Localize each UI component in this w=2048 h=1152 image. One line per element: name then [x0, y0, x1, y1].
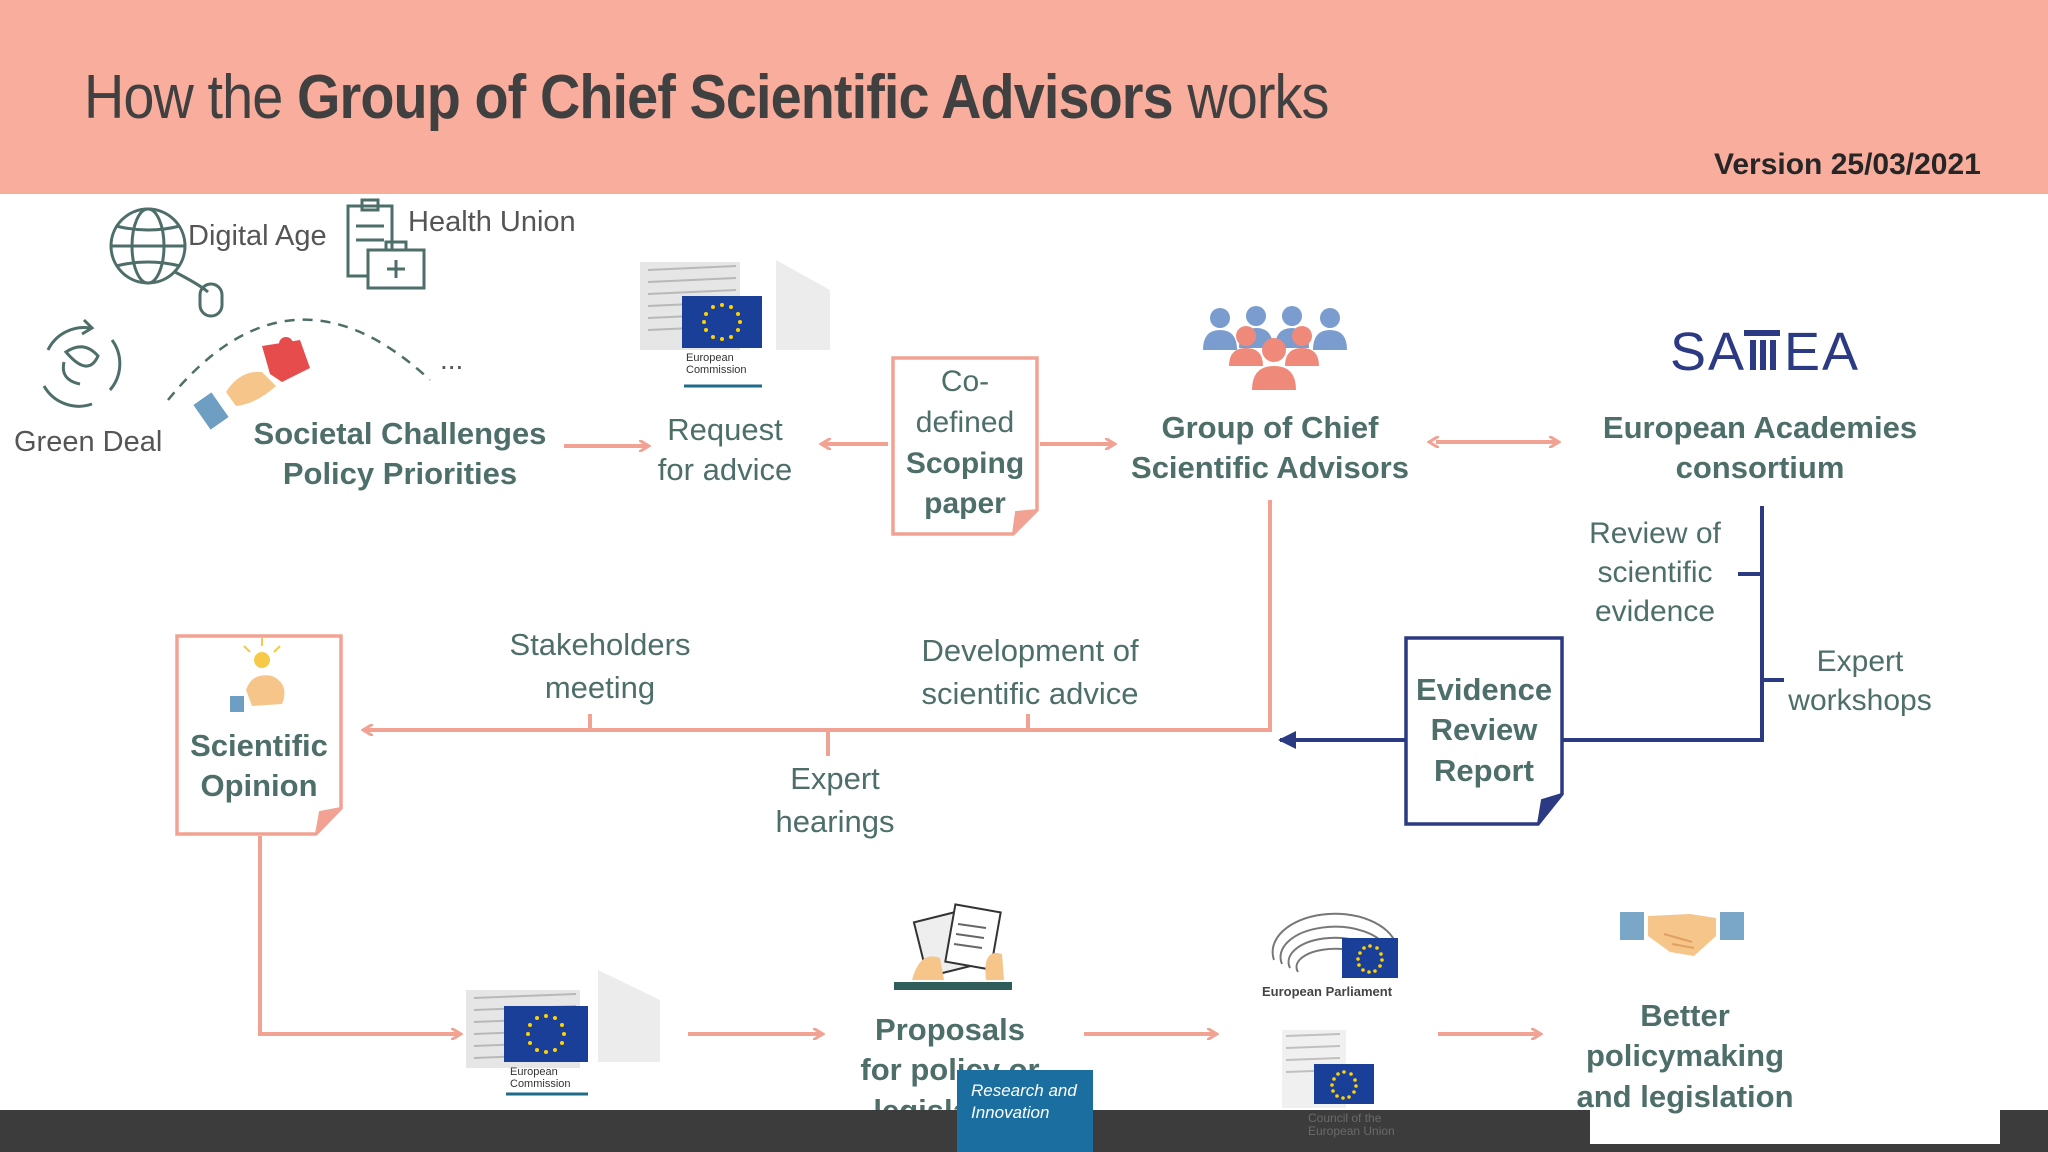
sapea-logo: SA EA	[1670, 322, 1860, 382]
globe-icon	[109, 207, 224, 318]
more-priorities-ellipsis: ...	[440, 344, 464, 375]
handshake-icon	[1620, 912, 1744, 956]
svg-text:SA: SA	[1670, 322, 1746, 382]
line-opinion-to-ec	[258, 836, 460, 1034]
european-commission-logo-bottom	[466, 970, 660, 1096]
parliament-label: European Parliament	[1262, 984, 1393, 999]
health-union-label: Health Union	[408, 206, 576, 238]
svg-text:EA: EA	[1784, 322, 1860, 382]
health-kit-icon	[346, 198, 426, 290]
european-parliament-logo	[1271, 912, 1398, 978]
line-gcsa-to-opinion	[364, 500, 1272, 730]
council-eu-logo	[1282, 1030, 1374, 1108]
priorities-dashed-arc	[167, 318, 431, 401]
people-group-icon	[1203, 306, 1347, 390]
digital-age-label: Digital Age	[188, 220, 327, 252]
leaf-cycle-icon	[42, 318, 122, 408]
page-title: How the Group of Chief Scientific Adviso…	[84, 63, 1329, 132]
version-label: Version 25/03/2021	[1714, 148, 1981, 181]
puzzle-hand-icon	[193, 337, 310, 430]
green-deal-label: Green Deal	[14, 426, 163, 458]
line-sapea-to-report	[1562, 506, 1764, 742]
lightbulb-hand-icon	[230, 638, 285, 712]
header-banner	[0, 0, 2048, 194]
european-commission-logo	[640, 260, 830, 388]
documents-hands-icon	[894, 903, 1012, 990]
footer-white-panel	[1590, 1100, 2000, 1144]
